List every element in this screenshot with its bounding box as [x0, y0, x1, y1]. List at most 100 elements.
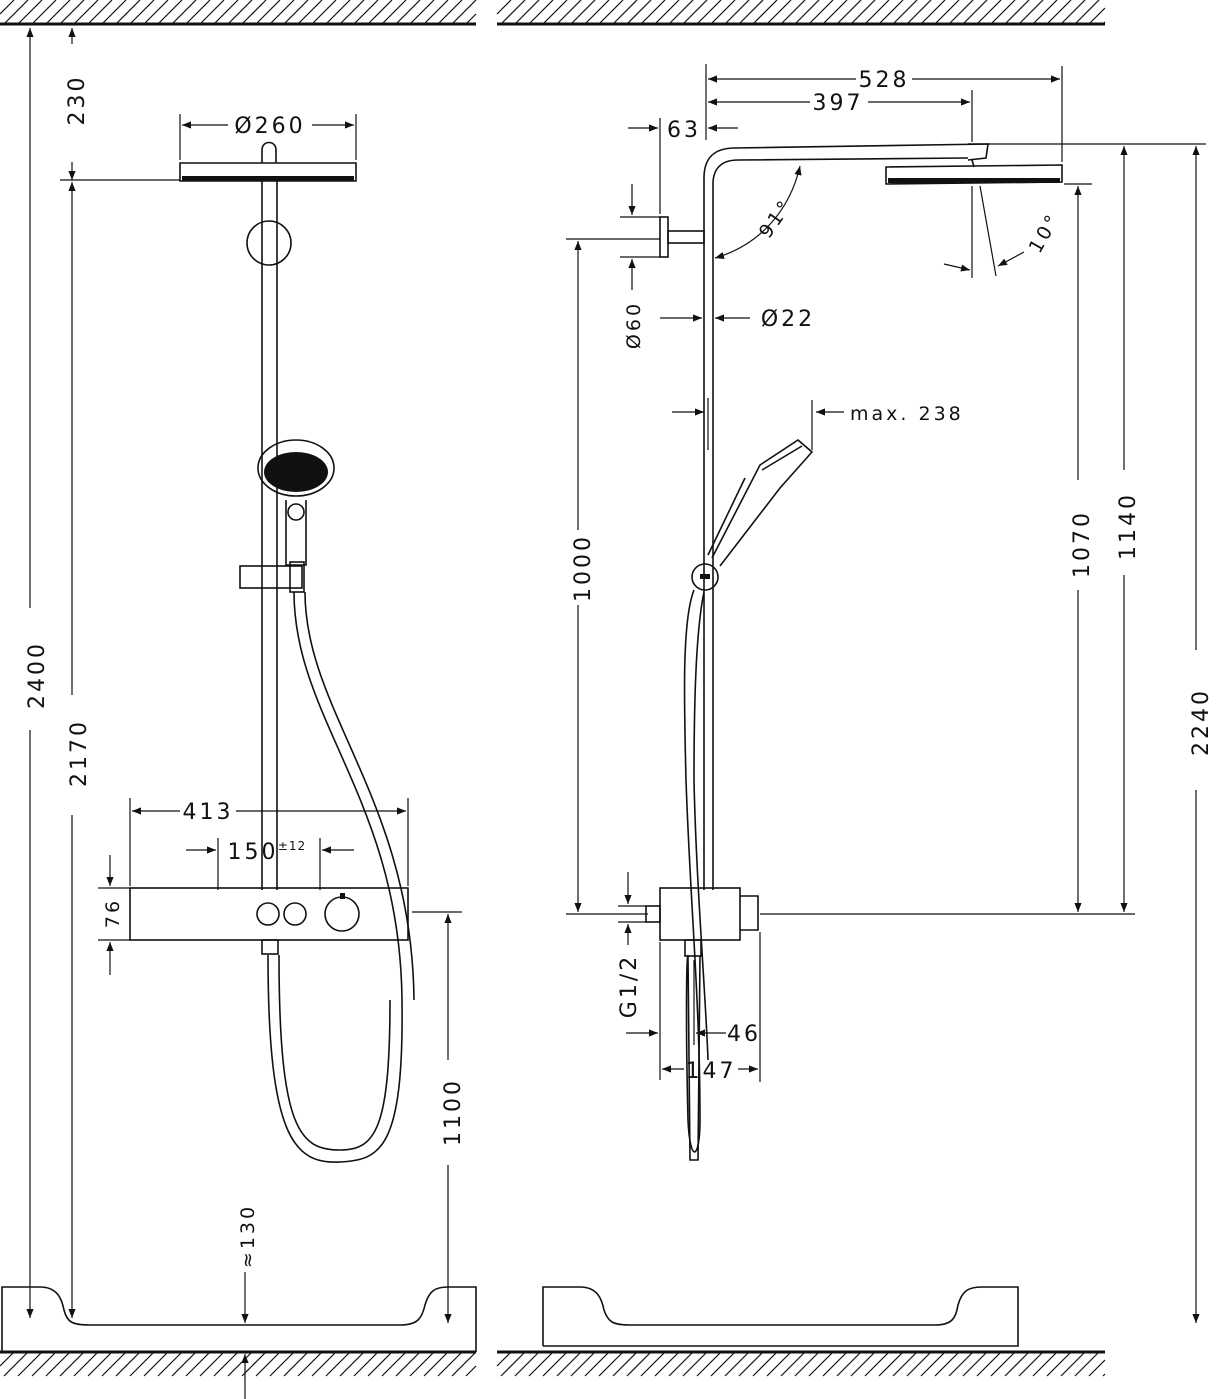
- hatch-line: [241, 0, 267, 25]
- hatch-line: [423, 0, 449, 25]
- hatch-line: [1032, 0, 1058, 25]
- shower-tray-side: [542, 1286, 1019, 1347]
- hatch-line: [724, 1351, 750, 1377]
- hatch-line: [1032, 1351, 1058, 1377]
- hatch-line: [696, 1351, 722, 1377]
- hatch-line: [325, 0, 351, 25]
- hatch-line: [976, 0, 1002, 25]
- shower-hose-front: [267, 591, 403, 1163]
- hatch-line: [395, 1351, 421, 1377]
- hatch-line: [283, 0, 309, 25]
- front-view: 2400 230 2170 Ø260 41: [1, 28, 477, 1399]
- dim-150-tolerance: ±12: [278, 839, 306, 853]
- hatch-line: [115, 1351, 141, 1377]
- hatch-line: [766, 1351, 792, 1377]
- dim-63: 63: [628, 118, 738, 214]
- hatch-line: [31, 1351, 57, 1377]
- hatch-line: [780, 0, 806, 25]
- hatch-line: [668, 1351, 694, 1377]
- hatch-line: [213, 1351, 239, 1377]
- hatch-line: [850, 1351, 876, 1377]
- dim-147: 147: [662, 932, 761, 1084]
- dim-2170-label: 2170: [67, 719, 92, 787]
- hatch-line: [1004, 1351, 1030, 1377]
- thermostat-side: [645, 887, 759, 1161]
- dim-528: 528: [705, 64, 1063, 162]
- hatch-line: [199, 1351, 225, 1377]
- hatch-line: [598, 1351, 624, 1377]
- dim-10: 10°: [943, 185, 1065, 278]
- hatch-line: [668, 0, 694, 25]
- hatch-line: [948, 1351, 974, 1377]
- hatch-line: [836, 1351, 862, 1377]
- hatch-line: [710, 0, 736, 25]
- hatch-line: [1004, 0, 1030, 25]
- hatch-line: [1046, 0, 1072, 25]
- dim-130-label: ≈130: [237, 1204, 259, 1268]
- hatch-line: [962, 0, 988, 25]
- hatch-line: [724, 0, 750, 25]
- hatch-line: [976, 1351, 1002, 1377]
- dim-260-label: Ø260: [234, 114, 305, 139]
- hatch-line: [1102, 1373, 1106, 1377]
- dim-2240: 2240: [1135, 143, 1214, 1323]
- hatch-line: [283, 1351, 309, 1377]
- hatch-line: [850, 0, 876, 25]
- hatch-line: [822, 1351, 848, 1377]
- hatch-line: [45, 1351, 71, 1377]
- hatch-line: [584, 0, 610, 25]
- hatch-line: [556, 1351, 582, 1377]
- hatch-line: [87, 1351, 113, 1377]
- hatch-line: [1046, 1351, 1072, 1377]
- dim-2400-label: 2400: [25, 641, 50, 709]
- overhead-shower-side: [885, 159, 1063, 185]
- dim-397: 397: [708, 90, 973, 142]
- hatch-line: [45, 0, 71, 25]
- hatch-line: [878, 0, 904, 25]
- hatch-line: [1088, 7, 1106, 25]
- dim-230: 230: [60, 28, 180, 181]
- dim-22-label: Ø22: [761, 307, 815, 332]
- hatch-line: [738, 1351, 764, 1377]
- hatch-line: [17, 0, 43, 25]
- hatch-line: [1060, 1351, 1086, 1377]
- dim-2170: 2170: [67, 182, 92, 1318]
- hatch-line: [640, 0, 666, 25]
- hatch-line: [1018, 0, 1044, 25]
- hatch-line: [696, 0, 722, 25]
- hatch-line: [514, 1351, 540, 1377]
- hatch-line: [297, 0, 323, 25]
- dim-150-label: 150: [228, 840, 279, 865]
- hatch-line: [1088, 1359, 1106, 1377]
- hatch-line: [514, 0, 540, 25]
- hatch-line: [451, 0, 477, 25]
- hatch-line: [570, 1351, 596, 1377]
- dim-91: 91°: [714, 165, 802, 259]
- hatch-line: [626, 0, 652, 25]
- hatch-line: [1018, 1351, 1044, 1377]
- hatch-line: [892, 0, 918, 25]
- dim-22: Ø22: [660, 307, 815, 332]
- hatch-line: [962, 1351, 988, 1377]
- hatch-line: [920, 0, 946, 25]
- hatch-line: [626, 1351, 652, 1377]
- dim-1070-label: 1070: [1070, 510, 1095, 578]
- dim-10-label: 10°: [1025, 209, 1065, 257]
- hatch-line: [157, 1351, 183, 1377]
- hatch-line: [920, 1351, 946, 1377]
- hatch-line: [395, 0, 421, 25]
- shower-tray-front: [1, 1286, 477, 1352]
- control-knob-right: [283, 902, 307, 926]
- hatch-line: [311, 1351, 337, 1377]
- hatch-line: [311, 0, 337, 25]
- ceiling-left: [0, 0, 477, 26]
- hatch-line: [227, 1351, 253, 1377]
- hatch-line: [836, 0, 862, 25]
- dim-1140: 1140: [760, 143, 1141, 915]
- hatch-line: [500, 0, 526, 25]
- hatch-line: [864, 1351, 890, 1377]
- hatch-line: [1060, 0, 1086, 25]
- hatch-line: [409, 1351, 435, 1377]
- hatch-line: [437, 1351, 463, 1377]
- dim-397-label: 397: [813, 91, 864, 116]
